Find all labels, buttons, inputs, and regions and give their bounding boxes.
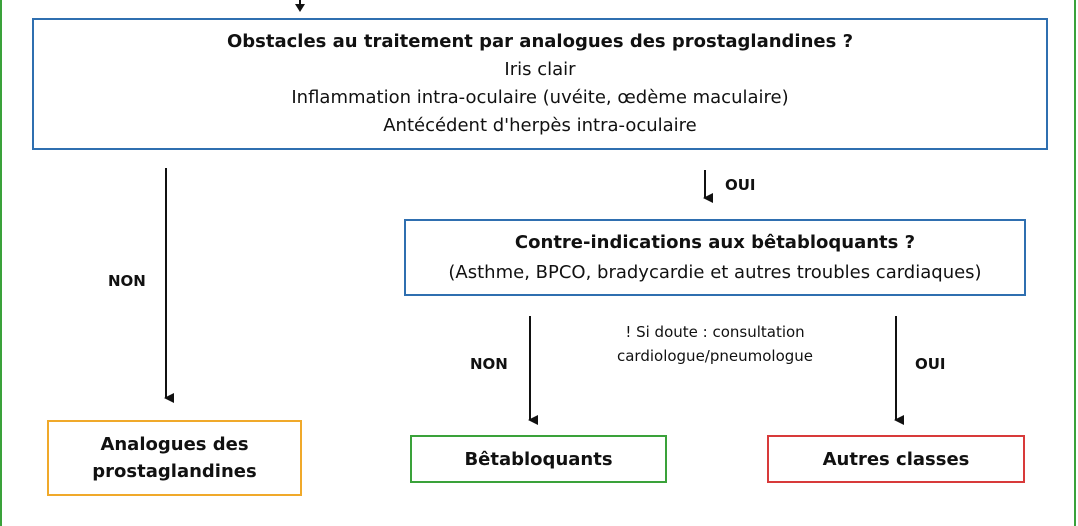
outcome-autres-box: Autres classes	[767, 435, 1025, 483]
question-prostaglandines-box: Obstacles au traitement par analogues de…	[32, 18, 1048, 150]
question-betabloquants-box: Contre-indications aux bêtabloquants ? (…	[404, 219, 1026, 296]
question1-line-inflammation: Inflammation intra-oculaire (uvéite, œdè…	[291, 87, 789, 108]
outcome-autres-label: Autres classes	[822, 448, 970, 470]
doubt-note-line2: cardiologue/pneumologue	[616, 347, 814, 365]
label-non-left: NON	[108, 272, 146, 290]
question1-title: Obstacles au traitement par analogues de…	[226, 31, 854, 52]
outcome-prostaglandines-line1: Analogues des	[100, 434, 249, 455]
doubt-note-line1: ! Si doute : consultation	[625, 323, 805, 341]
outcome-prostaglandines-line2: prostaglandines	[92, 461, 257, 482]
doubt-note: ! Si doute : consultation cardiologue/pn…	[580, 320, 850, 368]
question2-subtitle: (Asthme, BPCO, bradycardie et autres tro…	[448, 261, 982, 283]
label-oui-top: OUI	[725, 176, 756, 194]
question1-line-herpes: Antécédent d'herpès intra-oculaire	[383, 115, 697, 136]
outcome-betabloquants-label: Bêtabloquants	[464, 448, 613, 470]
label-oui-right: OUI	[915, 355, 946, 373]
question1-line-iris: Iris clair	[504, 59, 576, 80]
label-non-middle: NON	[470, 355, 508, 373]
outcome-prostaglandines-box: Analogues des prostaglandines	[47, 420, 302, 496]
outcome-betabloquants-box: Bêtabloquants	[410, 435, 667, 483]
question2-title: Contre-indications aux bêtabloquants ?	[514, 231, 916, 253]
